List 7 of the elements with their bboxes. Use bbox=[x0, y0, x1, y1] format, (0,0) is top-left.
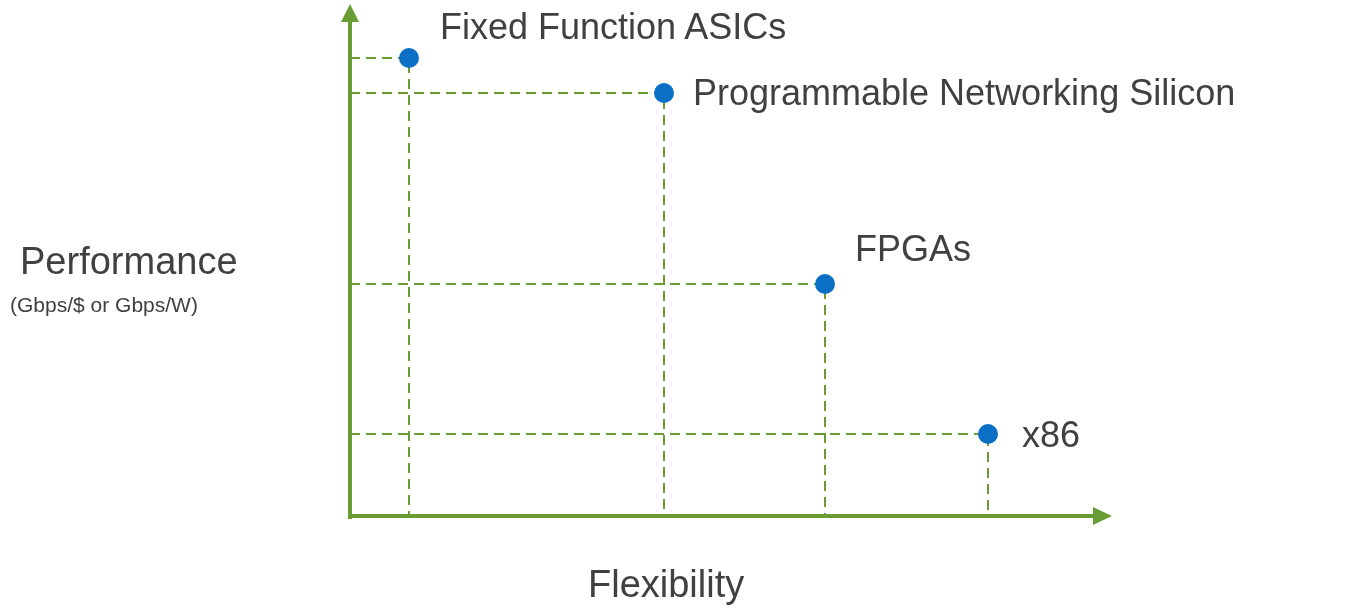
axis-unit: (Gbps/$ or Gbps/W) bbox=[10, 293, 198, 318]
axis-title: Performance bbox=[20, 240, 238, 284]
point-label: x86 bbox=[1022, 414, 1081, 456]
point-label: Fixed Function ASICs bbox=[440, 6, 787, 48]
axis-title: Flexibility bbox=[588, 563, 745, 607]
point-label: Programmable Networking Silicon bbox=[693, 72, 1236, 114]
point-label: FPGAs bbox=[855, 228, 971, 270]
